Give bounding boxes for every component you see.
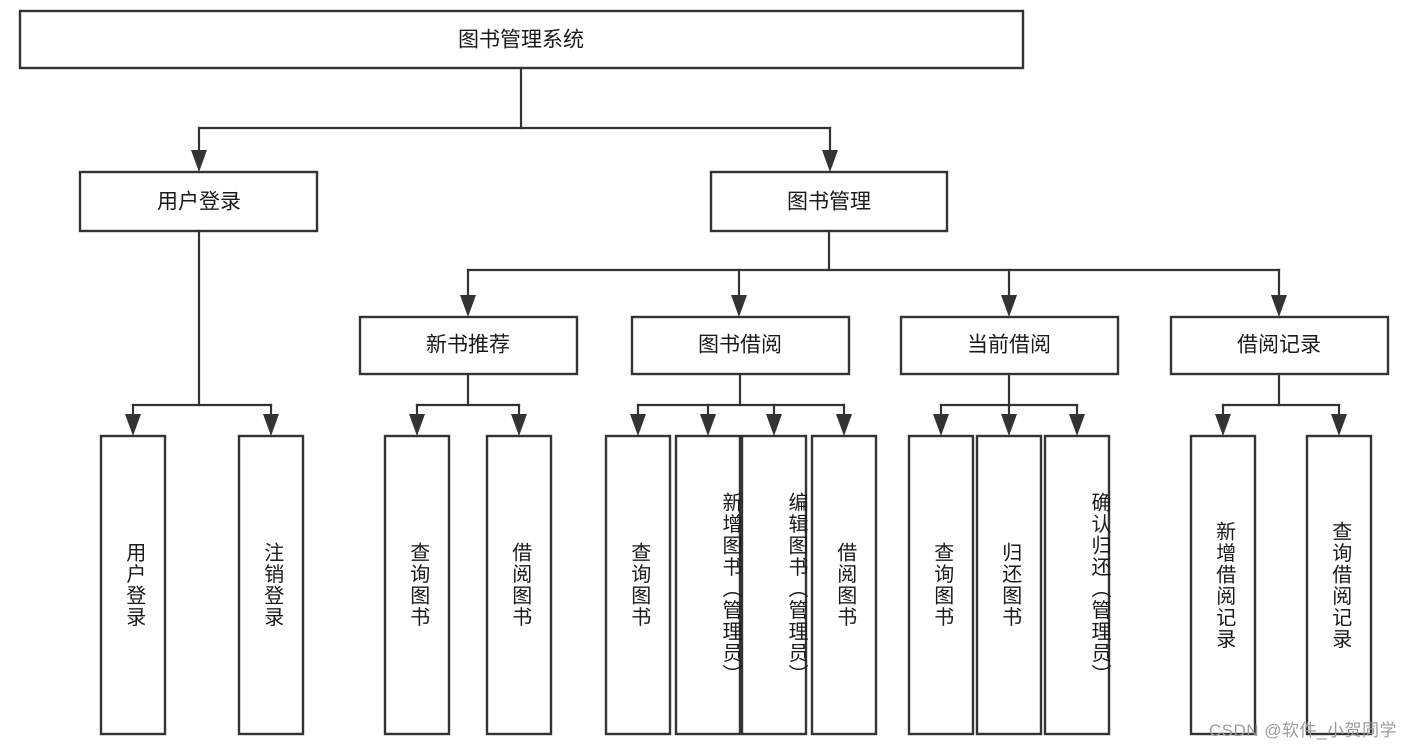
leaf-box[interactable]: [383, 434, 451, 736]
connector-root-bus: [191, 66, 838, 172]
node-user-login[interactable]: 用户登录: [78, 170, 319, 233]
connector-borrow-record-leaves: [1215, 372, 1347, 436]
leaf-box[interactable]: [1305, 434, 1373, 736]
connector-book-management-bus: [460, 229, 1287, 317]
leaf-box[interactable]: [485, 434, 553, 736]
connector-new-book-recommend-leaves: [409, 372, 527, 436]
node-book-management-label: 图书管理: [787, 191, 871, 214]
connector-user-login-leaves: [125, 229, 279, 436]
connector-current-borrow-leaves: [933, 372, 1085, 436]
connector-book-borrow-leaves: [630, 372, 852, 436]
leaf-box[interactable]: [237, 434, 305, 736]
leaf-box[interactable]: [975, 434, 1043, 736]
leaf-box[interactable]: [1043, 434, 1111, 736]
node-current-borrow[interactable]: 当前借阅: [899, 315, 1120, 376]
leaf-box[interactable]: [604, 434, 672, 736]
node-book-borrow-label: 图书借阅: [698, 334, 782, 357]
watermark-text: CSDN @软件_小贺同学: [1208, 721, 1397, 740]
node-book-management[interactable]: 图书管理: [709, 170, 949, 233]
leaf-box[interactable]: [1189, 434, 1257, 736]
node-borrow-record[interactable]: 借阅记录: [1169, 315, 1390, 376]
leaf-box[interactable]: [907, 434, 975, 736]
node-user-login-label: 用户登录: [157, 191, 241, 214]
node-borrow-record-label: 借阅记录: [1237, 334, 1321, 357]
node-root-label: 图书管理系统: [458, 29, 584, 52]
leaf-box[interactable]: [810, 434, 878, 736]
leaf-box[interactable]: [674, 434, 742, 736]
leaf-box[interactable]: [740, 434, 808, 736]
node-new-book-recommend-label: 新书推荐: [426, 334, 510, 357]
node-current-borrow-label: 当前借阅: [967, 334, 1051, 357]
node-book-borrow[interactable]: 图书借阅: [630, 315, 851, 376]
node-new-book-recommend[interactable]: 新书推荐: [358, 315, 579, 376]
leaf-box[interactable]: [99, 434, 167, 736]
node-root[interactable]: 图书管理系统: [18, 9, 1025, 70]
